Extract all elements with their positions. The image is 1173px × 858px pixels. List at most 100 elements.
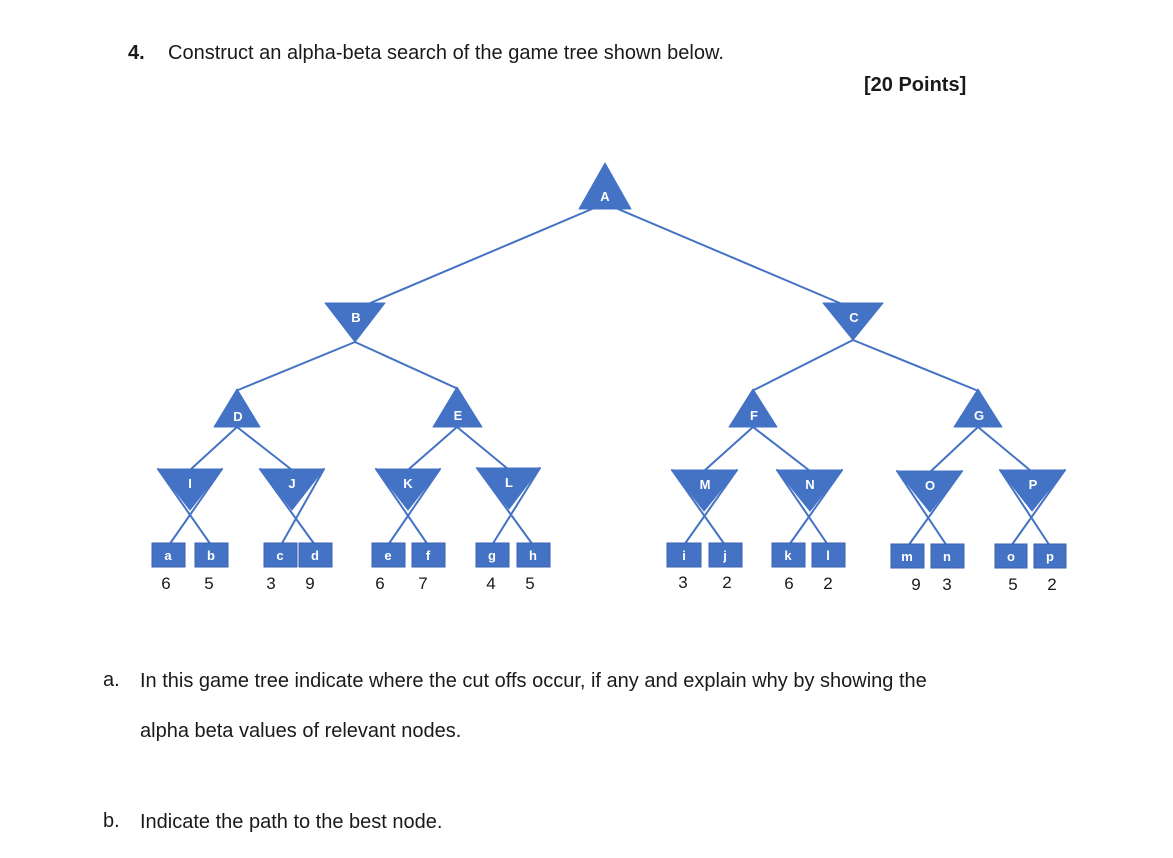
leaf-node-p: p 2: [1033, 543, 1067, 594]
leaf-node-n: n 3: [930, 543, 965, 594]
edge-M-i: [683, 469, 738, 546]
edge-K-f: [375, 468, 429, 546]
leaf-value: 2: [1047, 575, 1056, 594]
leaf-box: [475, 542, 510, 568]
edge-G-O: [929, 426, 979, 473]
sub-question-b-line-1: Indicate the path to the best node.: [140, 811, 443, 833]
edge-O-n: [896, 470, 948, 547]
leaf-box: [516, 542, 551, 568]
edge-N-l: [776, 469, 829, 546]
leaf-value: 5: [204, 574, 213, 593]
leaf-label: f: [426, 548, 431, 563]
leaf-node-o: o 5: [994, 543, 1028, 594]
tree-node-F: F: [728, 388, 778, 428]
edge-I-a: [168, 468, 223, 546]
leaf-label: a: [164, 548, 172, 563]
leaf-label: l: [826, 548, 830, 563]
leaf-value: 3: [266, 574, 275, 593]
tree-node-L: L: [476, 467, 541, 510]
leaf-box: [890, 543, 925, 569]
leaf-value: 5: [525, 574, 534, 593]
max-node-triangle: [728, 388, 778, 428]
tree-node-O: O: [896, 470, 963, 513]
leaf-node-g: g 4: [475, 542, 510, 593]
leaf-box: [1033, 543, 1067, 569]
tree-node-D: D: [213, 388, 261, 428]
leaf-value: 6: [161, 574, 170, 593]
node-label: O: [925, 478, 935, 493]
leaf-label: b: [207, 548, 215, 563]
question-number: 4.: [128, 42, 145, 64]
edge-K-e: [387, 468, 441, 546]
max-node-triangle: [213, 388, 261, 428]
tree-node-B: B: [324, 302, 386, 343]
leaf-node-b: b 5: [194, 542, 229, 593]
node-label: M: [700, 477, 711, 492]
leaf-box: [411, 542, 446, 568]
leaf-node-m: m 9: [890, 543, 925, 594]
leaf-node-i: i 3: [666, 542, 702, 592]
sub-question-a-marker: a.: [103, 669, 120, 691]
leaf-node-k: k 6: [771, 542, 806, 593]
node-label: F: [750, 408, 758, 423]
leaf-node-c: c 3: [263, 542, 298, 593]
edge-P-o: [1010, 469, 1066, 547]
edge-B-E: [354, 341, 457, 389]
tree-node-C: C: [822, 302, 884, 341]
min-node-triangle: [671, 469, 738, 512]
sub-question-a-line-1: In this game tree indicate where the cut…: [140, 670, 927, 692]
tree-node-A: A: [578, 162, 632, 210]
leaf-label: c: [276, 548, 283, 563]
min-node-triangle: [822, 302, 884, 341]
edge-F-M: [703, 426, 754, 472]
leaf-value: 6: [784, 574, 793, 593]
leaf-label: d: [311, 548, 319, 563]
edge-C-G: [852, 339, 977, 391]
max-node-triangle: [432, 386, 483, 428]
sub-question-b-text: Indicate the path to the best node.: [140, 810, 442, 834]
leaf-box: [708, 542, 743, 568]
question-header: 4. Construct an alpha-beta search of the …: [128, 42, 724, 65]
leaf-node-a: a 6: [151, 542, 186, 593]
leaf-label: n: [943, 549, 951, 564]
leaf-box: [930, 543, 965, 569]
leaf-node-f: f 7: [411, 542, 446, 593]
node-label: L: [505, 475, 513, 490]
edge-A-C: [610, 205, 843, 305]
leaf-label: o: [1007, 549, 1015, 564]
leaf-node-l: l 2: [811, 542, 846, 593]
edge-J-c: [280, 468, 325, 546]
edge-L-h: [476, 467, 534, 546]
tree-node-N: N: [776, 469, 843, 512]
leaf-value: 9: [305, 574, 314, 593]
sub-question-b-marker: b.: [103, 810, 120, 832]
tree-node-I: I: [157, 468, 223, 511]
question-title: Construct an alpha-beta search of the ga…: [168, 42, 724, 64]
tree-node-J: J: [259, 468, 325, 511]
tree-node-K: K: [375, 468, 441, 511]
leaf-value: 6: [375, 574, 384, 593]
edge-D-J: [236, 426, 293, 471]
leaf-box: [811, 542, 846, 568]
leaf-value: 9: [911, 575, 920, 594]
edge-C-F: [753, 339, 854, 391]
node-label: N: [805, 477, 814, 492]
leaf-label: p: [1046, 549, 1054, 564]
node-label: I: [188, 476, 192, 491]
edge-L-g: [491, 467, 541, 546]
leaf-label: g: [488, 548, 496, 563]
leaf-node-d: d 9: [298, 542, 333, 593]
node-label: K: [403, 476, 413, 491]
tree-node-G: G: [953, 388, 1003, 428]
max-node-triangle: [578, 162, 632, 210]
leaf-box: [298, 542, 333, 568]
leaf-value: 3: [678, 573, 687, 592]
edge-P-p: [999, 469, 1051, 547]
edge-B-D: [237, 341, 356, 391]
tree-node-P: P: [999, 469, 1066, 512]
sub-question-a: a. In this game tree indicate where the …: [103, 669, 927, 769]
max-node-triangle: [953, 388, 1003, 428]
leaf-label: m: [901, 549, 913, 564]
min-node-triangle: [776, 469, 843, 512]
leaf-value: 2: [823, 574, 832, 593]
